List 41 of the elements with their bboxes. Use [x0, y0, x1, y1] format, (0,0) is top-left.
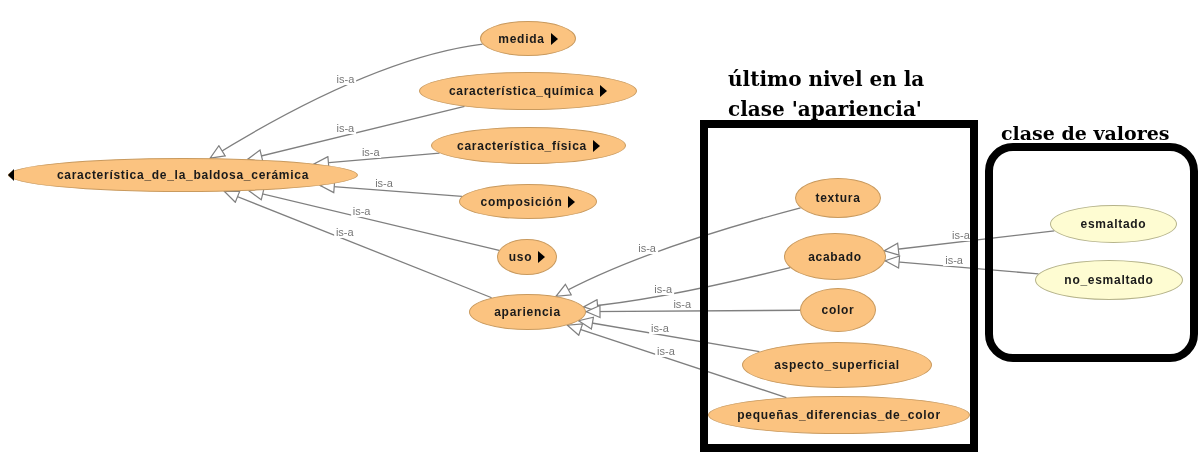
class-name: acabado — [808, 248, 862, 266]
edge-label: is-a — [652, 283, 675, 295]
is-a-arrow — [585, 304, 801, 319]
edge-label: is-a — [334, 123, 357, 135]
is-a-arrow — [884, 255, 1040, 275]
edge-label: is-a — [359, 146, 382, 158]
group-heading: último nivel en la clase 'apariencia' — [728, 66, 926, 123]
class-name: uso — [508, 249, 533, 266]
edge-label: is-a — [350, 205, 373, 217]
class-name: no_esmaltado — [1064, 272, 1154, 289]
class-name: característica_química — [448, 83, 595, 100]
class-name: característica_de_la_baldosa_cerámica — [56, 167, 310, 184]
class-ellipse — [469, 294, 586, 330]
edge-label: is-a — [333, 227, 356, 239]
edge-label: is-a — [334, 73, 357, 85]
is-a-arrow — [209, 43, 484, 159]
is-a-arrow — [555, 207, 802, 297]
class-ellipse — [795, 178, 881, 218]
edge-label: is-a — [636, 243, 658, 255]
is-a-arrow — [883, 230, 1055, 256]
class-name: esmaltado — [1080, 216, 1147, 233]
class-name: característica_física — [457, 137, 587, 155]
is-a-arrow — [577, 316, 761, 353]
edge-label: is-a — [373, 178, 395, 190]
edge-label: is-a — [649, 322, 671, 334]
class-name: aspecto_superficial — [774, 357, 900, 374]
group-heading: clase de valores — [1001, 120, 1170, 146]
is-a-arrow — [223, 190, 493, 299]
class-name: pequeñas_diferencias_de_color — [737, 407, 941, 424]
class-ellipse — [708, 396, 970, 434]
class-name: composición — [480, 193, 563, 211]
class-name: color — [821, 302, 855, 319]
class-name: textura — [815, 190, 861, 207]
is-a-arrow — [247, 105, 466, 163]
class-ellipse — [497, 239, 557, 275]
class-name: medida — [498, 30, 545, 48]
edge-label: is-a — [671, 299, 694, 310]
edge-label: is-a — [950, 229, 972, 241]
edge-label: is-a — [943, 254, 965, 266]
class-name: apariencia — [494, 304, 561, 321]
edge-label: is-a — [655, 345, 677, 357]
